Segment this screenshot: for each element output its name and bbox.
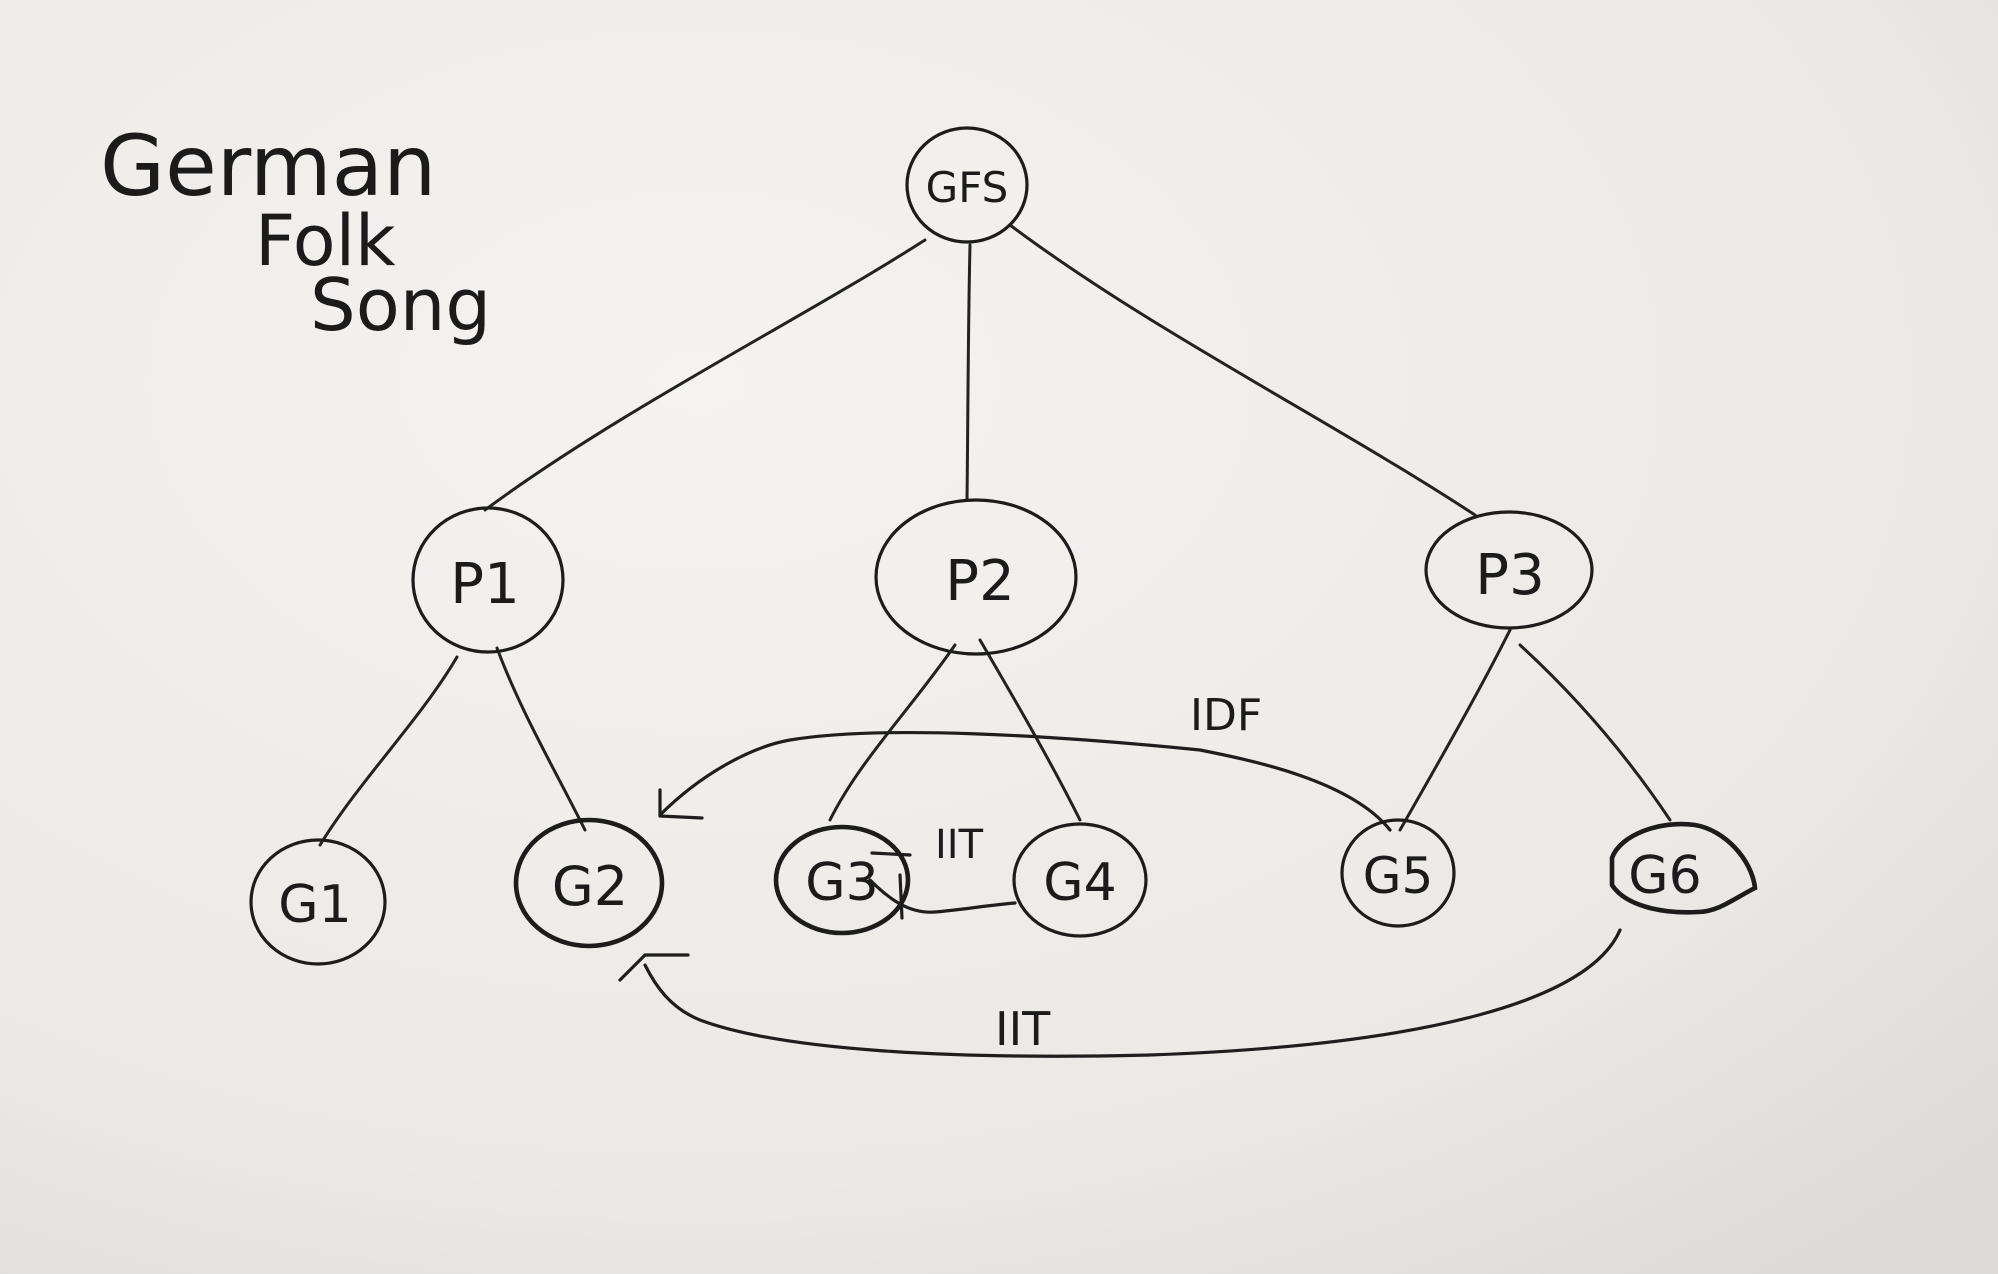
edge-p1-g2: [495, 646, 587, 832]
node-p3: P3: [1424, 510, 1594, 630]
node-g4-label: G4: [1043, 853, 1116, 913]
node-g3-label: G3: [805, 853, 878, 913]
node-p1: P1: [411, 506, 565, 654]
title-line-3: Song: [310, 263, 491, 347]
node-g2-label: G2: [552, 855, 628, 918]
node-g4-circle: [1012, 822, 1148, 938]
edge-p1-g1: [318, 655, 459, 847]
arc-label-iit-g4-g3: IIT: [935, 822, 984, 868]
node-g4: G4: [1012, 822, 1148, 938]
node-g2-circle: [513, 817, 665, 949]
node-g3-circle: [773, 824, 911, 936]
title-line-2: Folk: [255, 200, 396, 282]
arc-g5-g2-arrowhead: [658, 788, 704, 820]
node-p1-circle: [411, 506, 565, 654]
arc-g4-g3-top-tick: [870, 851, 912, 857]
node-p2-circle: [874, 498, 1078, 656]
edge-p3-g5: [1398, 628, 1512, 832]
node-g1: G1: [249, 838, 387, 966]
arc-g4-g3-arrowhead: [898, 873, 904, 920]
diagram-title: German Folk Song: [100, 117, 491, 347]
node-p2-label: P2: [945, 549, 1014, 614]
arc-g5-g2: [658, 730, 1392, 832]
arc-g6-g2-arrowhead: [618, 953, 690, 982]
node-g5: G5: [1340, 818, 1456, 928]
edge-gfs-p1: [483, 238, 927, 512]
node-g1-label: G1: [278, 875, 351, 935]
edge-p2-g4: [978, 638, 1082, 822]
node-g2: G2: [513, 817, 665, 949]
edge-p2-g3: [828, 643, 957, 822]
arc-label-iit-g6-g2: IIT: [995, 1002, 1051, 1056]
node-gfs: GFS: [905, 126, 1029, 244]
node-g6: G6: [1609, 821, 1758, 915]
node-p1-label: P1: [450, 552, 519, 617]
node-p2: P2: [874, 498, 1078, 656]
edge-p3-g6: [1518, 643, 1672, 822]
tree-edges: [318, 223, 1672, 847]
node-g5-circle: [1340, 818, 1456, 928]
edge-gfs-p2: [965, 243, 972, 502]
arc-g6-g2: [643, 928, 1622, 1058]
arc-g4-g3: [868, 878, 1017, 914]
node-g6-label: G6: [1628, 846, 1701, 906]
relation-arcs: IDF IIT IIT: [618, 690, 1622, 1058]
edge-gfs-p3: [1008, 223, 1477, 517]
node-gfs-label: GFS: [926, 163, 1009, 212]
title-line-1: German: [100, 117, 436, 215]
node-g6-shape: [1609, 821, 1758, 915]
node-p3-circle: [1424, 510, 1594, 630]
node-g5-label: G5: [1363, 847, 1434, 905]
arc-label-idf: IDF: [1190, 690, 1262, 741]
node-g3: G3: [773, 824, 911, 936]
node-gfs-circle: [905, 126, 1029, 244]
node-g1-circle: [249, 838, 387, 966]
node-p3-label: P3: [1475, 543, 1544, 608]
